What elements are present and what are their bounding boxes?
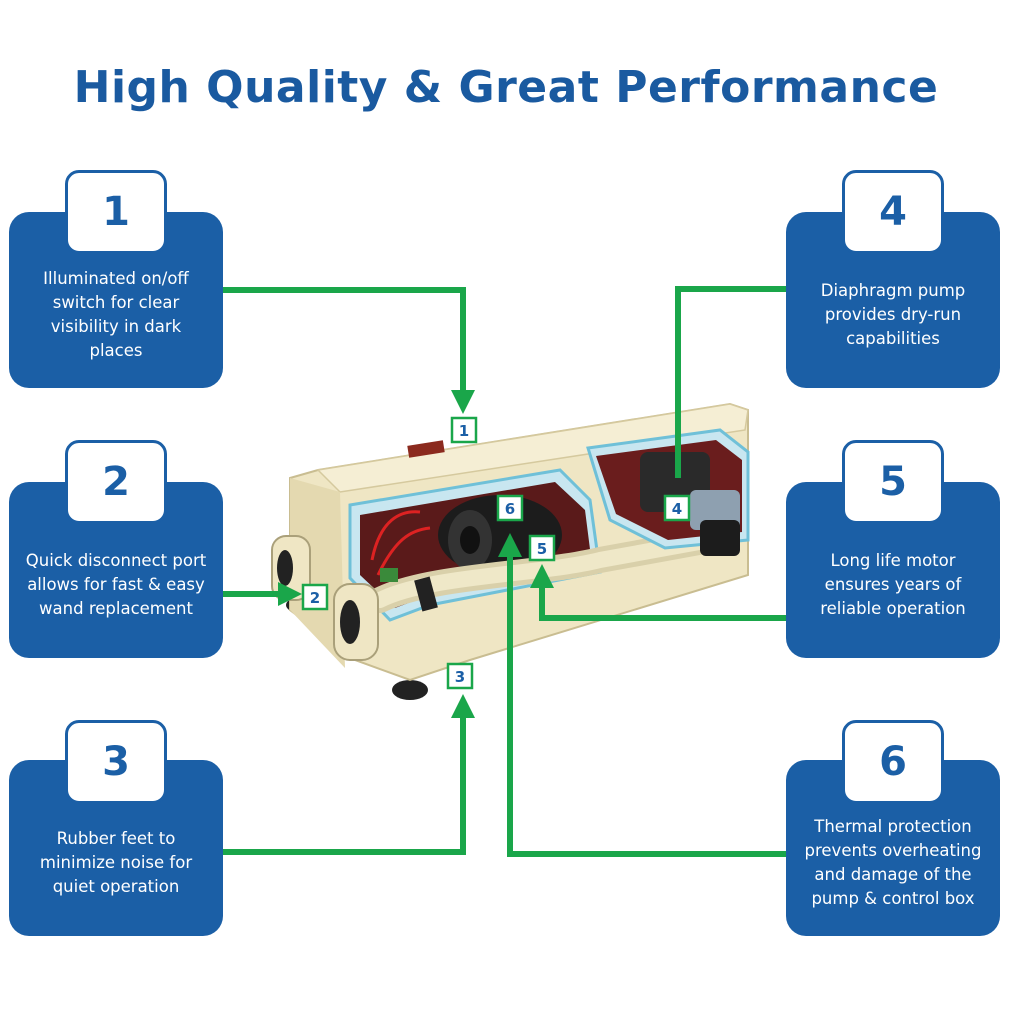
feature-card-5: Long life motor ensures years of reliabl… bbox=[786, 482, 1000, 658]
svg-text:3: 3 bbox=[455, 668, 465, 686]
feature-3-text: Rubber feet to minimize noise for quiet … bbox=[39, 829, 193, 896]
feature-2-text: Quick disconnect port allows for fast & … bbox=[25, 551, 207, 618]
markers: 1 2 3 4 5 6 bbox=[301, 416, 691, 690]
svg-text:5: 5 bbox=[537, 540, 547, 558]
feature-5-text: Long life motor ensures years of reliabl… bbox=[820, 551, 966, 618]
feature-5-number-badge: 5 bbox=[842, 440, 944, 524]
connector-3 bbox=[222, 694, 475, 855]
marker-2: 2 bbox=[301, 583, 329, 611]
marker-1: 1 bbox=[450, 416, 478, 444]
marker-5: 5 bbox=[528, 534, 556, 562]
feature-3-number-badge: 3 bbox=[65, 720, 167, 804]
feature-2-number-badge: 2 bbox=[65, 440, 167, 524]
rubber-foot bbox=[392, 680, 428, 700]
connector-4 bbox=[675, 286, 790, 478]
feature-1-number-badge: 1 bbox=[65, 170, 167, 254]
feature-1-text: Illuminated on/off switch for clear visi… bbox=[43, 269, 189, 360]
connector-1 bbox=[222, 287, 475, 414]
feature-6-number-badge: 6 bbox=[842, 720, 944, 804]
marker-6: 6 bbox=[496, 494, 524, 522]
illuminated-switch bbox=[407, 440, 445, 458]
marker-3: 3 bbox=[446, 662, 474, 690]
feature-4-number-badge: 4 bbox=[842, 170, 944, 254]
feature-6-text: Thermal protection prevents overheating … bbox=[804, 817, 982, 908]
svg-text:2: 2 bbox=[310, 589, 320, 607]
svg-text:1: 1 bbox=[459, 422, 469, 440]
connector-5 bbox=[530, 564, 790, 621]
svg-text:6: 6 bbox=[505, 500, 515, 518]
feature-4-text: Diaphragm pump provides dry-run capabili… bbox=[820, 281, 966, 348]
connector-lines bbox=[222, 286, 790, 857]
page-title: High Quality & Great Performance bbox=[73, 62, 939, 113]
marker-4: 4 bbox=[663, 494, 691, 522]
svg-text:4: 4 bbox=[672, 500, 682, 518]
feature-card-2: Quick disconnect port allows for fast & … bbox=[9, 482, 223, 658]
connector-6 bbox=[498, 533, 790, 857]
feature-card-3: Rubber feet to minimize noise for quiet … bbox=[9, 760, 223, 936]
